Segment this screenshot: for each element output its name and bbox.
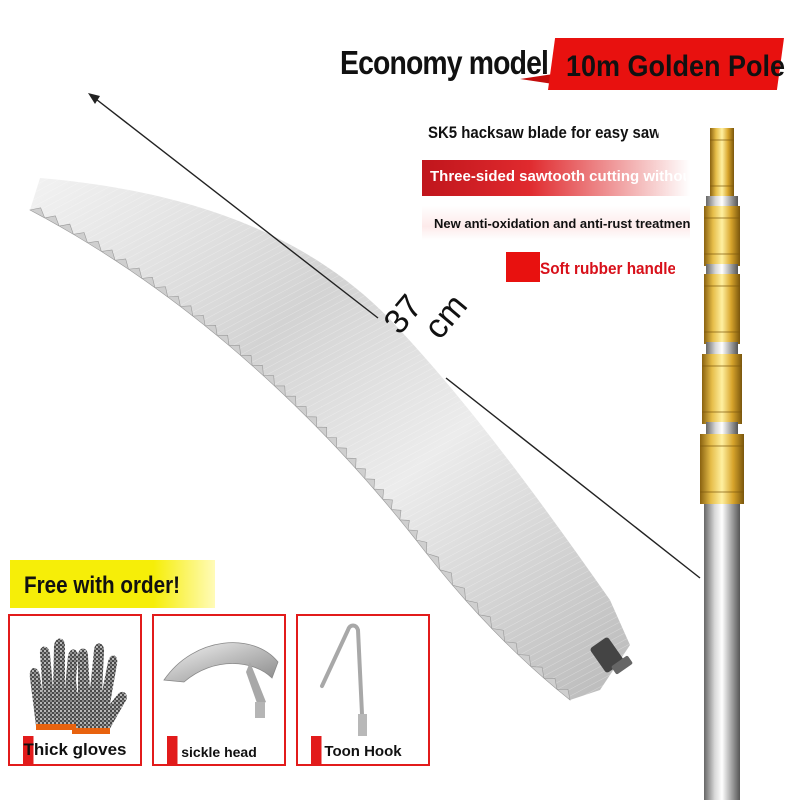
gift-label-gloves: Thick gloves (23, 740, 127, 759)
feature-three-sided-teeth: Three-sided sawtooth cutting without l (430, 168, 686, 185)
hook-icon (320, 623, 367, 736)
gift-label-hook: Toon Hook (324, 743, 402, 760)
gloves-icon (29, 638, 127, 734)
gift-card-hook[interactable]: Toon Hook (296, 614, 430, 766)
gift-card-gloves[interactable]: Thick gloves (8, 614, 142, 766)
gift-label-bar (154, 736, 284, 764)
feature-anti-rust: New anti-oxidation and anti-rust treatme… (434, 216, 690, 231)
product-label: 10m Golden Pole (566, 50, 786, 83)
gift-card-sickle[interactable]: sickle head (152, 614, 286, 766)
gift-label-bar (298, 736, 428, 764)
feature-highlight-bar (422, 160, 690, 196)
feature-rubber-handle: Soft rubber handle (540, 259, 675, 278)
free-gift-label: Free with order! (24, 572, 180, 599)
feature-soft-bar (422, 206, 690, 240)
model-label: Economy model (340, 44, 549, 81)
feature-sk5-blade: SK5 hacksaw blade for easy sawing (428, 123, 659, 142)
sickle-head-icon (163, 642, 279, 718)
product-banner (548, 38, 784, 90)
free-gift-banner (10, 560, 215, 608)
gift-label-bar (10, 736, 140, 764)
feature-red-marker (506, 252, 540, 282)
gift-label-sickle: sickle head (181, 744, 257, 760)
